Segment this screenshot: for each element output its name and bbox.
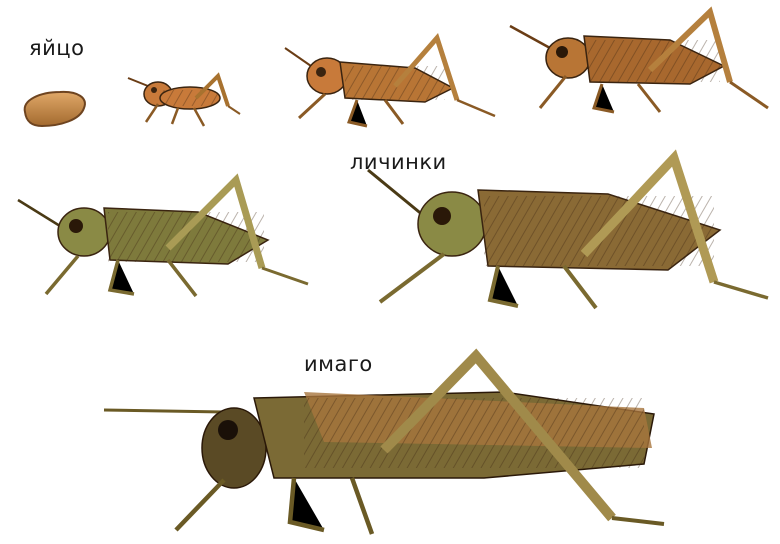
larva-stage-3-icon bbox=[510, 12, 768, 112]
larva-stage-2-icon bbox=[285, 38, 495, 126]
egg-icon bbox=[25, 92, 85, 126]
larva-stage-5-icon bbox=[368, 158, 768, 308]
larva-stage-4-icon bbox=[18, 180, 308, 296]
adult-locust-icon bbox=[104, 356, 664, 534]
larva-stage-1-icon bbox=[128, 76, 240, 126]
